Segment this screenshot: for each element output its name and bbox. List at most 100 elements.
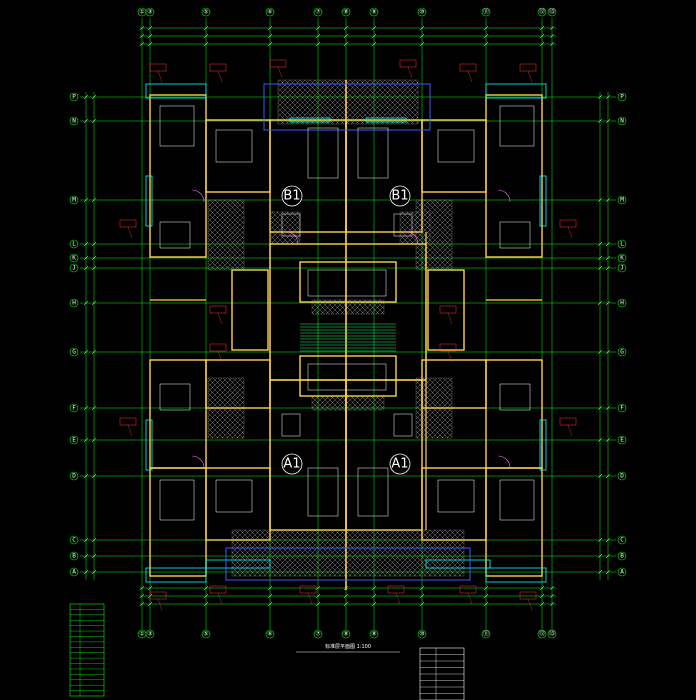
axis-bubble-label: ⑬	[549, 8, 555, 16]
axis-bubble	[69, 471, 79, 481]
axis-bubble-label: F	[620, 405, 624, 412]
wall	[149, 359, 207, 469]
wall	[149, 94, 207, 258]
dimension-tick	[539, 601, 545, 607]
axis-bubble-label: K	[620, 255, 624, 262]
window	[539, 419, 547, 471]
dimension-tick	[267, 25, 273, 31]
axis-bubble-label: A	[620, 569, 624, 576]
dimension-tick	[605, 349, 611, 355]
axis-bubble	[69, 92, 79, 102]
axis-bubble-label: J	[620, 265, 624, 272]
dimension-tick	[315, 41, 321, 47]
wall	[231, 269, 269, 351]
annotations	[119, 59, 577, 611]
axis-bubble	[617, 347, 627, 357]
unit-bubble	[389, 185, 411, 207]
axis-bubble-label: ⑩	[419, 631, 424, 638]
axis-bubble-label: D	[72, 473, 76, 480]
axis-bubble	[537, 7, 547, 17]
leader-line	[447, 350, 453, 363]
room-tag	[149, 63, 167, 72]
window	[425, 559, 491, 569]
dimension-tick	[267, 593, 273, 599]
dimension-tick	[203, 593, 209, 599]
axis-bubble-label: M	[72, 197, 76, 204]
axis-bubble-label: H	[620, 300, 624, 307]
leader-line	[217, 70, 223, 83]
dimension-tick	[91, 300, 97, 306]
dimension-tick	[203, 33, 209, 39]
furniture	[393, 213, 413, 237]
leader-line	[277, 66, 283, 79]
dimension-tick	[605, 265, 611, 271]
room-tag	[299, 585, 317, 594]
axis-bubble-label: B	[620, 553, 624, 560]
unit-label: B1	[391, 189, 408, 204]
leader-line	[407, 66, 413, 79]
leader-line	[157, 70, 163, 83]
dimension-tick	[343, 33, 349, 39]
window	[145, 567, 207, 583]
axis-bubble-label: E	[620, 437, 624, 444]
axis-bubble	[617, 263, 627, 273]
axis-bubble-label: C	[72, 537, 76, 544]
axis-bubble	[537, 629, 547, 639]
dimension-tick	[139, 33, 145, 39]
axis-bubble	[617, 403, 627, 413]
walls	[149, 80, 543, 590]
unit-label: A1	[283, 457, 300, 472]
wall	[485, 467, 543, 577]
room-tag	[559, 219, 577, 228]
window	[205, 559, 271, 569]
axis-bubble	[369, 629, 379, 639]
leader-line	[395, 592, 401, 605]
room-tag	[559, 417, 577, 426]
axis-bubble	[69, 551, 79, 561]
wall	[485, 94, 543, 258]
axis-bubble	[69, 239, 79, 249]
axis-bubble	[617, 116, 627, 126]
window	[485, 567, 547, 583]
dimension-tick	[539, 33, 545, 39]
leader-line	[527, 598, 533, 611]
furniture	[307, 269, 387, 297]
leader-line	[447, 312, 453, 325]
sheet-title: 标准层平面图 1:100	[325, 643, 371, 650]
leader-line	[217, 350, 223, 363]
dimension-tick	[597, 437, 603, 443]
dimension-tick	[597, 241, 603, 247]
dimension-tick	[91, 265, 97, 271]
furniture	[307, 467, 339, 517]
axis-bubble	[145, 7, 155, 17]
dimension-tick	[597, 537, 603, 543]
room-tag	[209, 305, 227, 314]
fixtures	[159, 105, 535, 521]
axis-bubble	[313, 629, 323, 639]
dimension-tick	[83, 349, 89, 355]
axis-bubble	[145, 629, 155, 639]
leader-line	[307, 592, 313, 605]
dimension-tick	[83, 241, 89, 247]
axis-bubble-label: ⑪	[483, 8, 489, 16]
axis-bubble	[69, 195, 79, 205]
door-swing	[191, 189, 205, 203]
dimension-tick	[91, 118, 97, 124]
axis-bubble-label: P	[620, 94, 624, 101]
dimension-tick	[371, 601, 377, 607]
hatch-area	[311, 395, 385, 411]
furniture	[499, 479, 535, 521]
furniture	[499, 105, 535, 147]
furniture	[357, 127, 389, 179]
door-swing	[191, 455, 205, 469]
dimension-tick	[605, 118, 611, 124]
hatch-area	[231, 529, 465, 577]
axis-bubble	[201, 629, 211, 639]
axis-bubble-label: ⑬	[549, 630, 555, 638]
axis-bubble-label: ⑧	[343, 631, 348, 638]
dimension-tick	[597, 118, 603, 124]
dimension-tick	[605, 300, 611, 306]
door-swing	[405, 231, 419, 245]
dimension-tick	[147, 33, 153, 39]
